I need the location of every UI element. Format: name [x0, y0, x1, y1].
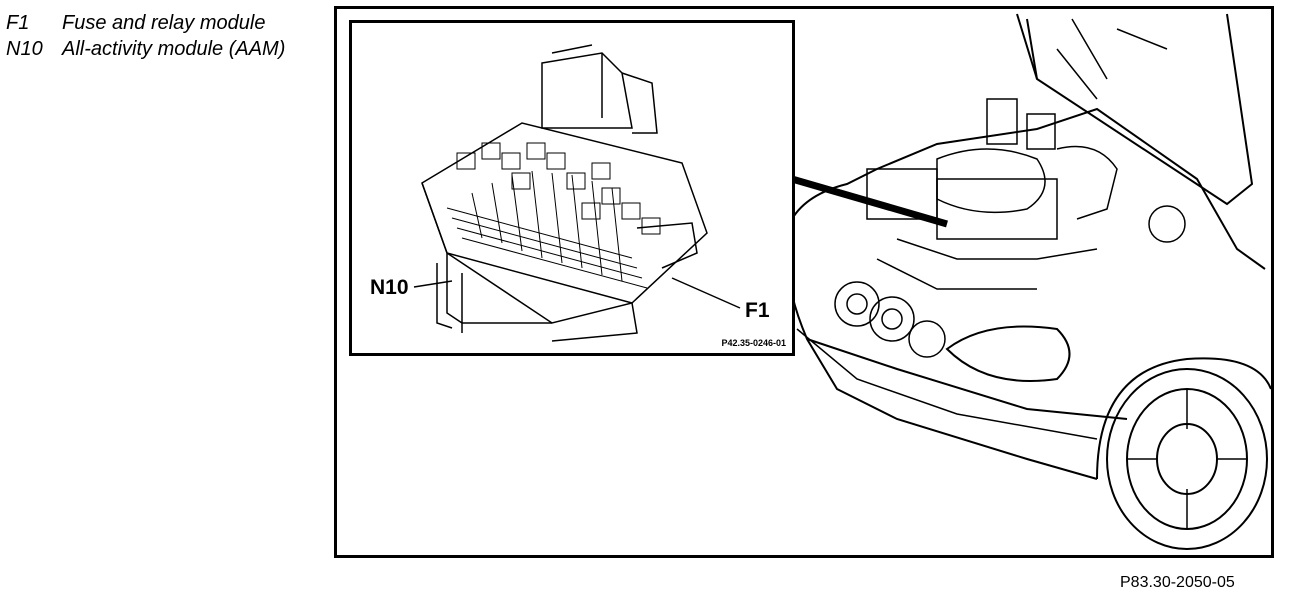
leader-line-f1 [671, 277, 741, 309]
legend-item-f1: F1 Fuse and relay module [6, 10, 285, 36]
figure-code: P83.30-2050-05 [1120, 574, 1235, 591]
hood [1016, 13, 1254, 206]
pulley-1 [834, 281, 880, 327]
module-drawing [413, 44, 741, 342]
headlight [945, 325, 1071, 382]
relay-cubes [456, 142, 661, 235]
pointer-line [791, 175, 948, 228]
legend: F1 Fuse and relay module N10 All-activit… [6, 10, 285, 62]
legend-item-n10: N10 All-activity module (AAM) [6, 36, 285, 62]
fuse-grid [446, 170, 648, 289]
leader-line-n10 [413, 280, 453, 288]
engine [866, 98, 1186, 290]
vehicle-body [791, 107, 1266, 270]
inset-figure-code: P42.35-0246-01 [721, 338, 786, 348]
pulley-3 [908, 320, 946, 358]
legend-description: Fuse and relay module [62, 12, 266, 34]
callout-n10: N10 [370, 276, 409, 299]
pulley-2 [869, 296, 915, 342]
front-wheel [1106, 368, 1268, 550]
fuse-relay-module [421, 122, 708, 324]
legend-description: All-activity module (AAM) [62, 38, 286, 60]
figure-frame: N10 F1 P42.35-0246-01 [334, 6, 1274, 558]
wheel-arch [1096, 357, 1271, 480]
front-bumper [796, 328, 1098, 440]
callout-f1: F1 [745, 299, 770, 322]
all-activity-module [436, 263, 463, 333]
legend-code: N10 [6, 38, 43, 60]
legend-code: F1 [6, 12, 30, 34]
detail-inset: N10 F1 P42.35-0246-01 [349, 20, 795, 356]
